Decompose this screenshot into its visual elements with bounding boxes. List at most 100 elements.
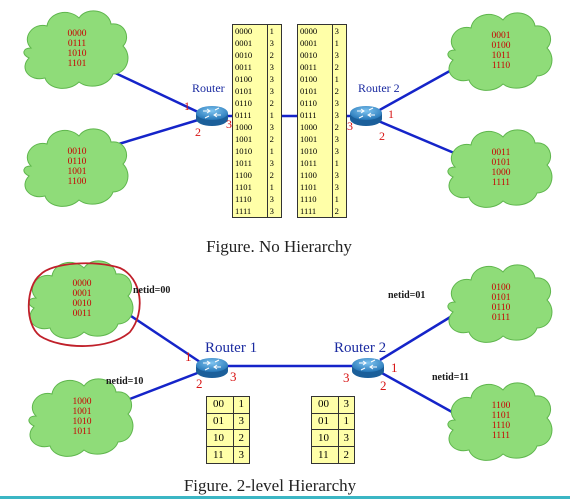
destination-cell: 0110: [233, 97, 268, 109]
bottom-router2-port-1: 1: [391, 360, 398, 375]
port-cell: 2: [269, 133, 274, 144]
bottom-cloud-4: 1100 1101 1110 1111: [447, 382, 553, 461]
port-cell: 3: [334, 109, 339, 120]
destination-cell: 1101: [298, 181, 333, 193]
cloud-addr: 1011: [492, 51, 511, 61]
destination-cell: 10: [312, 429, 340, 447]
destination-cell: 1010: [233, 145, 268, 157]
port-cell: 3: [269, 193, 274, 204]
destination-cell: 1011: [233, 157, 268, 169]
cloud-addr: 1111: [492, 178, 510, 188]
destination-cell: 11: [207, 446, 235, 463]
bottom-router1-label: Router 1: [205, 340, 257, 356]
cloud-addr: 0011: [492, 148, 511, 158]
destination-cell: 1111: [233, 205, 268, 217]
destination-cell: 1001: [233, 133, 268, 145]
port-cell: 1: [338, 412, 354, 430]
cloud-addr: 0011: [73, 309, 92, 319]
cloud-addr: 0010: [68, 147, 87, 157]
port-cell: 3: [334, 25, 339, 36]
port-cell: 1: [334, 37, 339, 48]
top-router1-port-2: 2: [195, 125, 201, 139]
cloud-addr: 1101: [492, 411, 511, 421]
port-cell: 1: [269, 181, 274, 192]
destination-cell: 01: [312, 412, 340, 430]
port-cell: 3: [233, 412, 249, 430]
router-icon: [195, 357, 229, 379]
cloud-addr: 0000: [68, 29, 87, 39]
router-icon: [195, 105, 229, 127]
cloud-addr: 0100: [492, 283, 511, 293]
destination-cell: 1111: [298, 205, 333, 217]
bottom-links: [121, 308, 453, 414]
router-icon: [349, 105, 383, 127]
port-cell: 2: [269, 97, 274, 108]
bottom-router2-label: Router 2: [334, 340, 386, 356]
destination-cell: 1100: [298, 169, 333, 181]
bottom-cloud-3: 0100 0101 0110 0111: [447, 264, 553, 343]
bottom-caption: Figure. 2-level Hierarchy: [184, 476, 357, 495]
port-cell: 2: [334, 61, 339, 72]
destination-cell: 0100: [233, 73, 268, 85]
port-cell: 2: [334, 121, 339, 132]
destination-cell: 1001: [298, 133, 333, 145]
port-cell: 2: [338, 446, 354, 463]
bottom-netid-11: netid=11: [432, 372, 469, 383]
cloud-addr: 1000: [73, 397, 92, 407]
cloud-addr: 0101: [492, 293, 511, 303]
destination-cell: 0000: [298, 25, 333, 37]
destination-cell: 11: [312, 446, 340, 463]
router-icon: [351, 357, 385, 379]
port-cell: 2: [269, 169, 274, 180]
destination-cell: 00: [312, 397, 340, 414]
cloud-addr: 1001: [73, 407, 92, 417]
cloud-addr: 0001: [73, 289, 92, 299]
port-cell: 3: [338, 429, 354, 447]
port-cell: 3: [269, 157, 274, 168]
top-router2-label: Router 2: [358, 81, 400, 95]
link-top-router2-cloud4: [375, 118, 467, 160]
bottom-netid-10: netid=10: [106, 376, 143, 387]
top-caption: Figure. No Hierarchy: [206, 237, 352, 256]
cloud-addr: 1000: [492, 168, 511, 178]
port-cell: 3: [269, 37, 274, 48]
cloud-addr: 1100: [68, 177, 87, 187]
destination-cell: 1101: [233, 181, 268, 193]
bottom-netid-01: netid=01: [388, 290, 425, 301]
destination-cell: 0000: [233, 25, 268, 37]
cloud-addr: 0110: [492, 303, 511, 313]
bottom-router2-port-2: 2: [380, 378, 387, 393]
port-cell: 1: [334, 73, 339, 84]
port-cell: 3: [269, 73, 274, 84]
port-cell: 3: [334, 97, 339, 108]
port-cell: 1: [334, 157, 339, 168]
destination-cell: 0010: [298, 49, 333, 61]
bottom-router1-port-3: 3: [230, 369, 237, 384]
top-router-1: [195, 105, 229, 127]
slide-bottom-accent-line: [0, 496, 570, 499]
link-bottom-cloud1-router1: [121, 308, 201, 364]
port-cell: 3: [269, 85, 274, 96]
port-cell: 1: [269, 109, 274, 120]
destination-cell: 0010: [233, 49, 268, 61]
destination-cell: 1010: [298, 145, 333, 157]
